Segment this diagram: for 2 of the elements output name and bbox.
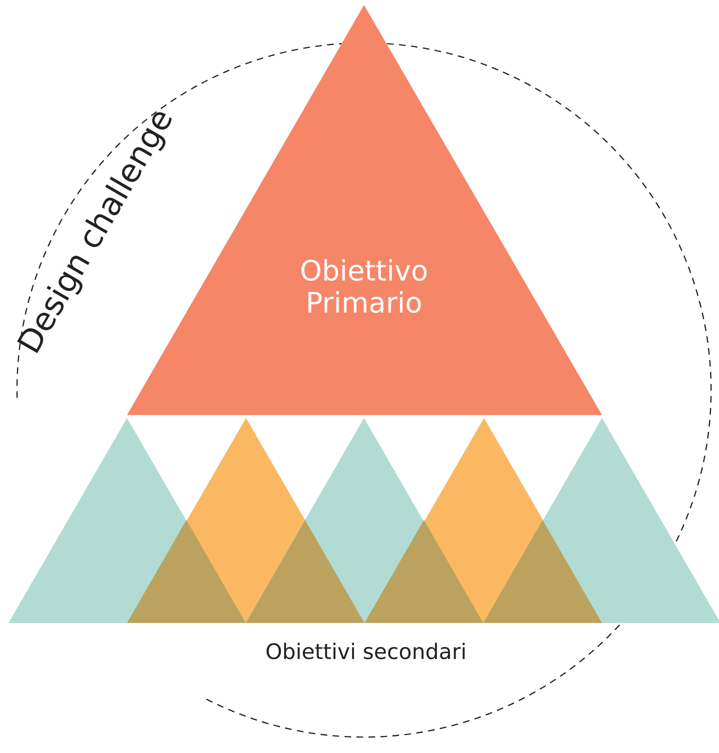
triangles-drawing	[8, 418, 719, 623]
caption: Obiettivi secondari	[266, 642, 465, 660]
